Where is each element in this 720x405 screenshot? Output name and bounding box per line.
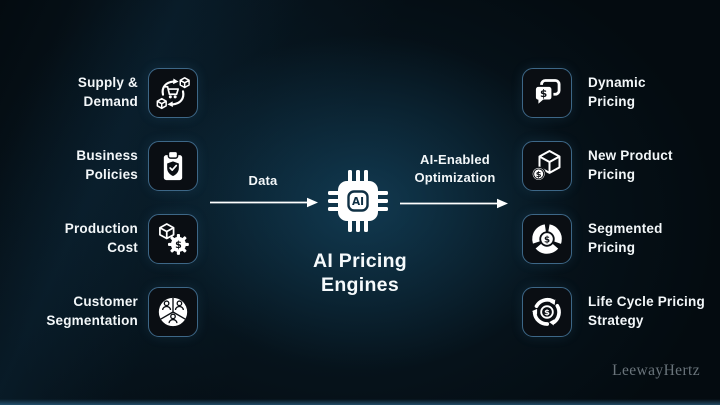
label-line: Pricing [588, 166, 636, 182]
data-flow-arrow [210, 197, 318, 208]
input-tile-supply-demand [148, 68, 198, 118]
label-line: Cost [107, 239, 138, 255]
output-tile-dynamic-pricing: $ [522, 68, 572, 118]
input-label-production-cost: Production Cost [0, 220, 138, 257]
segmented-pricing-icon: $ [532, 224, 562, 254]
supply-demand-icon [156, 77, 190, 110]
leewayhertz-watermark: LeewayHertz [612, 362, 700, 379]
label-line: Production [64, 221, 138, 236]
center-caption: AI Pricing Engines [290, 249, 430, 297]
data-arrow-label: Data [248, 173, 278, 188]
input-tile-business-policies [148, 141, 198, 191]
label-line: Business [76, 148, 138, 163]
dollar-glyph: $ [536, 169, 542, 179]
ai-chip-icon: AI [328, 170, 388, 232]
label-line: Pricing [588, 239, 636, 255]
dynamic-pricing-icon: $ [533, 79, 561, 109]
new-product-pricing-icon: $ [531, 150, 561, 182]
output-label-dynamic-pricing: Dynamic Pricing [588, 74, 720, 111]
optimization-flow-arrow [400, 198, 508, 209]
lifecycle-pricing-icon: $ [531, 297, 561, 326]
dollar-glyph: $ [540, 88, 547, 100]
label-line: Demand [83, 93, 138, 109]
output-tile-lifecycle-pricing: $ [522, 287, 572, 337]
output-tile-new-product-pricing: $ [522, 141, 572, 191]
business-policies-icon [163, 150, 183, 181]
label-line: Segmentation [46, 312, 138, 328]
production-cost-icon: $ [159, 223, 189, 255]
input-tile-production-cost: $ [148, 214, 198, 264]
optimization-arrow-label: AI-Enabled Optimization [392, 151, 518, 187]
label-line: Customer [73, 294, 138, 309]
input-label-business-policies: Business Policies [0, 147, 138, 184]
dollar-glyph: $ [544, 235, 550, 245]
label-line: Pricing [588, 93, 636, 109]
output-label-lifecycle-pricing: Life Cycle Pricing Strategy [588, 293, 720, 330]
dollar-glyph: $ [175, 240, 182, 251]
label-line: Dynamic [588, 75, 646, 90]
caption-line: Engines [321, 274, 399, 296]
label-line: Supply & [77, 75, 138, 90]
output-label-new-product-pricing: New Product Pricing [588, 147, 720, 184]
input-tile-customer-segmentation [148, 287, 198, 337]
dollar-glyph: $ [544, 307, 550, 317]
chip-label: AI [352, 196, 364, 208]
label-line: Strategy [588, 312, 644, 328]
label-line: Policies [85, 166, 138, 182]
output-tile-segmented-pricing: $ [522, 214, 572, 264]
label-line: Optimization [414, 170, 496, 185]
label-line: Segmented [588, 221, 663, 236]
input-label-customer-segmentation: Customer Segmentation [0, 293, 138, 330]
label-line: AI-Enabled [420, 152, 490, 167]
customer-segmentation-icon [158, 297, 188, 327]
input-label-supply-demand: Supply & Demand [0, 74, 138, 111]
label-line: Life Cycle Pricing [588, 294, 705, 309]
label-line: New Product [588, 148, 673, 163]
output-label-segmented-pricing: Segmented Pricing [588, 220, 720, 257]
caption-line: AI Pricing [312, 250, 408, 272]
